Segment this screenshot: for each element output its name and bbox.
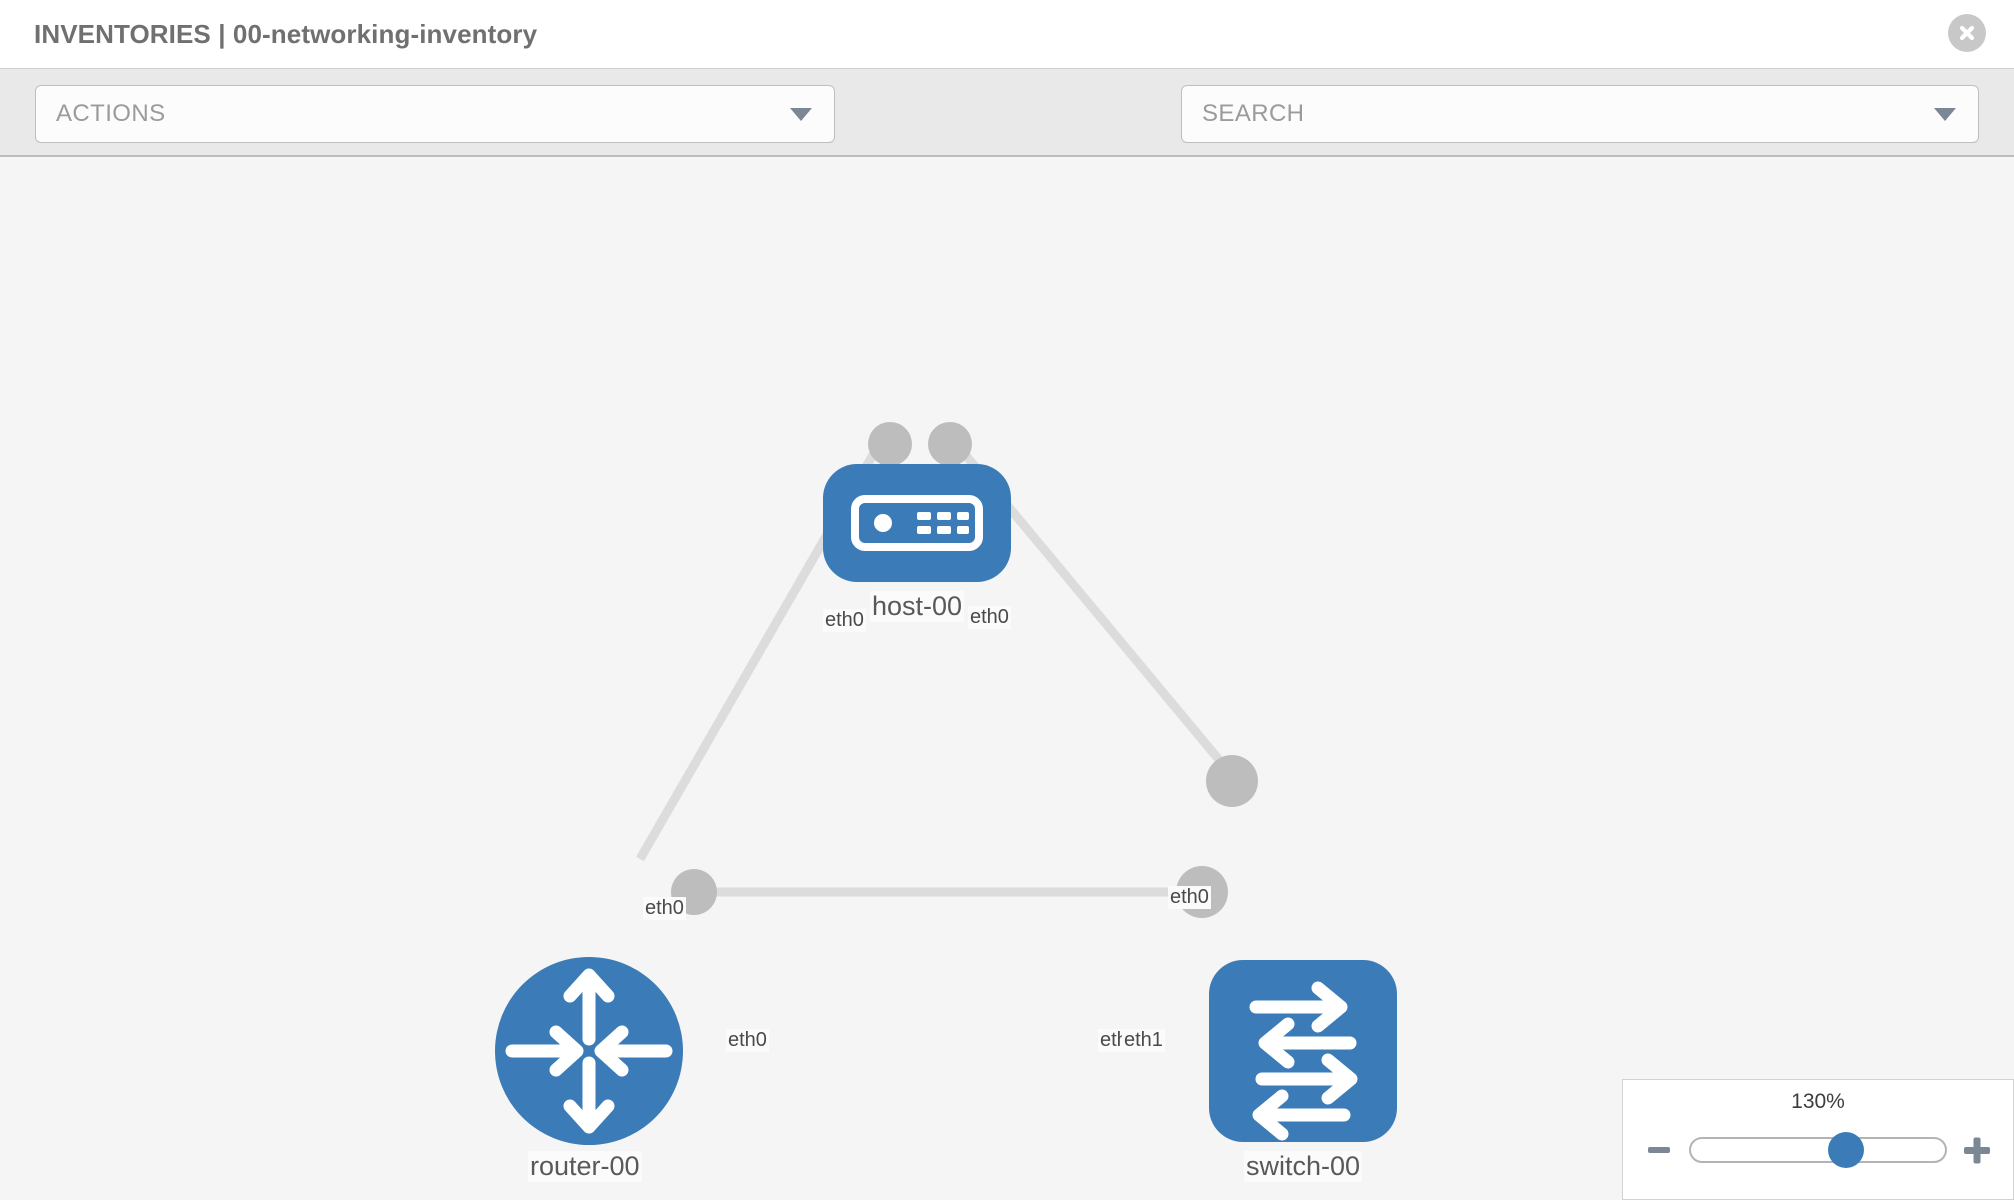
edge-label-switch-left-b: eth1: [1122, 1029, 1165, 1052]
topology-graph: [495, 422, 1397, 1145]
router-arrows-icon: [505, 968, 673, 1134]
minus-glyph: [1648, 1147, 1670, 1153]
zoom-slider-handle[interactable]: [1827, 1132, 1864, 1168]
nub-host-left[interactable]: [868, 422, 912, 466]
edge-label-host-right: eth0: [968, 606, 1011, 629]
minus-icon[interactable]: [1643, 1134, 1675, 1166]
actions-dropdown-label: ACTIONS: [56, 100, 166, 127]
node-label-switch-00: switch-00: [1244, 1151, 1363, 1183]
zoom-slider[interactable]: [1689, 1132, 1947, 1168]
topology-canvas[interactable]: eth0 host-00 eth0 eth0 eth0 eth0 eth eth…: [0, 159, 2014, 1200]
node-router-00-shape[interactable]: [495, 957, 683, 1145]
edge-label-switch-left-a: eth: [1098, 1029, 1130, 1052]
chevron-down-icon: [790, 107, 812, 121]
plus-icon[interactable]: [1961, 1134, 1993, 1166]
chevron-down-icon[interactable]: [1934, 107, 1956, 121]
zoom-control-panel: 130%: [1622, 1079, 2014, 1200]
edge-label-router-right: eth0: [726, 1029, 769, 1052]
actions-dropdown[interactable]: ACTIONS: [35, 85, 835, 143]
node-switch-00[interactable]: [1209, 960, 1397, 1142]
switch-arrows-icon: [1249, 981, 1358, 1141]
edge-label-host-left: eth0: [823, 609, 866, 632]
node-host-00[interactable]: [823, 464, 1011, 582]
edge-label-router-up: eth0: [643, 897, 686, 920]
toolbar: ACTIONS SEARCH: [0, 68, 2014, 197]
plus-glyph: [1964, 1137, 1990, 1164]
node-label-host-00: host-00: [870, 591, 965, 623]
node-label-router-00: router-00: [528, 1151, 642, 1183]
node-router-00[interactable]: [495, 957, 683, 1145]
zoom-control-row: [1623, 1128, 2013, 1172]
nub-host-right[interactable]: [928, 422, 972, 466]
page-header: INVENTORIES | 00-networking-inventory: [0, 0, 2014, 68]
search-placeholder: SEARCH: [1202, 100, 1305, 127]
node-host-00-shape[interactable]: [823, 464, 1011, 582]
edge-label-switch-up: eth0: [1168, 886, 1211, 909]
nub-switch-upper[interactable]: [1206, 755, 1258, 807]
server-icon: [851, 495, 983, 551]
close-icon[interactable]: [1948, 14, 1986, 52]
close-x-glyph: [1959, 25, 1975, 41]
zoom-level-value: 130%: [1791, 1090, 1845, 1113]
page-title: INVENTORIES | 00-networking-inventory: [34, 18, 538, 49]
search-input[interactable]: SEARCH: [1181, 85, 1979, 143]
